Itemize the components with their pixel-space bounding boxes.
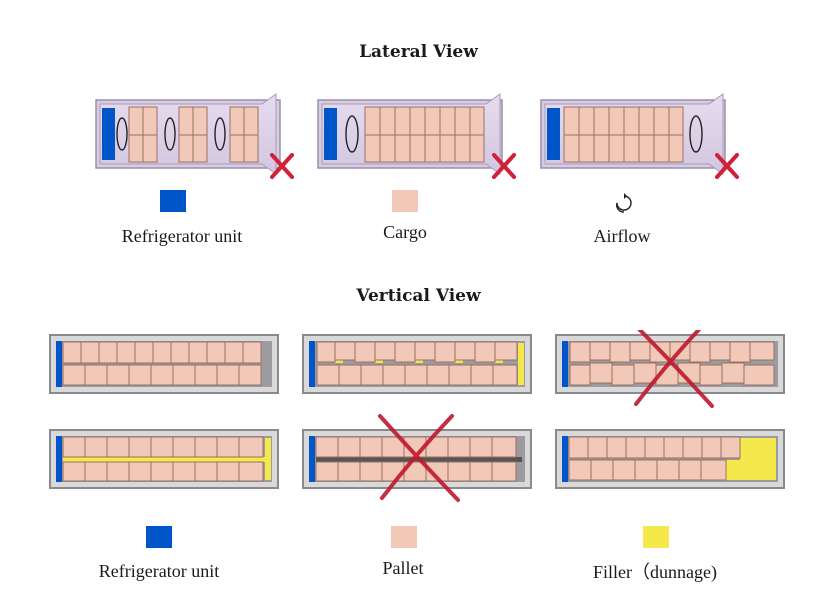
refrigerator-unit-swatch bbox=[160, 190, 186, 212]
refrigerator-unit-swatch bbox=[146, 526, 172, 548]
refrigerator-unit bbox=[102, 108, 115, 160]
legend-refrigerator-unit: Refrigerator unit bbox=[98, 561, 220, 581]
pallet-swatch bbox=[391, 526, 417, 548]
airflow-icon bbox=[616, 193, 632, 213]
filler-swatch bbox=[643, 526, 669, 548]
legend-pallet: Pallet bbox=[382, 558, 424, 578]
wrong-mark-icon bbox=[378, 414, 460, 502]
vertical-container-1 bbox=[49, 334, 279, 394]
cargo-swatch bbox=[392, 190, 418, 212]
vertical-view-title: Vertical View bbox=[356, 286, 481, 306]
vertical-container-6 bbox=[555, 429, 785, 489]
vertical-container-4 bbox=[49, 429, 279, 489]
vertical-diagrams bbox=[49, 330, 785, 502]
legend-cargo: Cargo bbox=[383, 222, 427, 242]
vertical-container-3 bbox=[555, 330, 785, 408]
wrong-mark-icon bbox=[715, 153, 739, 179]
lateral-container-2 bbox=[317, 93, 516, 179]
refrigerator-unit bbox=[547, 108, 560, 160]
legend-filler: Filler（dunnage) bbox=[593, 562, 717, 582]
wrong-mark-icon bbox=[634, 330, 714, 408]
legend-airflow: Airflow bbox=[593, 226, 651, 246]
wrong-mark-icon bbox=[492, 153, 516, 179]
legend-refrigerator-unit: Refrigerator unit bbox=[121, 226, 243, 246]
lateral-view-title: Lateral View bbox=[359, 42, 478, 62]
refrigerator-unit bbox=[324, 108, 337, 160]
lateral-container-1 bbox=[95, 93, 294, 179]
wrong-mark-icon bbox=[270, 153, 294, 179]
vertical-container-5 bbox=[302, 414, 532, 502]
vertical-container-2 bbox=[302, 334, 532, 394]
lateral-diagrams bbox=[95, 93, 739, 179]
lateral-container-3 bbox=[540, 93, 739, 179]
